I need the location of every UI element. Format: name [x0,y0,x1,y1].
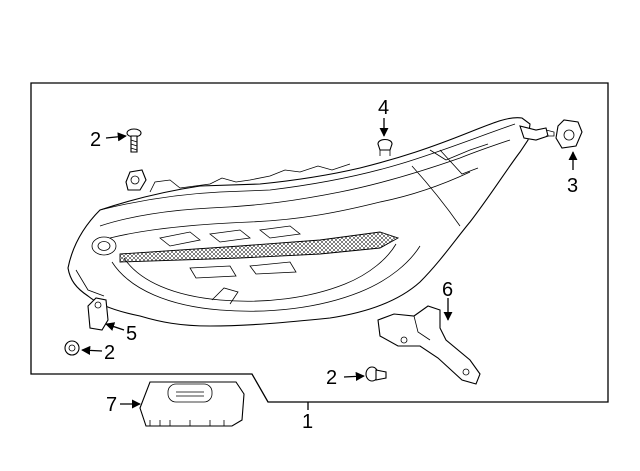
led-driver-module [139,381,245,427]
headlamp-assembly [67,117,555,327]
arrow-2-upper [105,132,127,142]
arrow-2-lower-center [343,371,365,381]
callout-2-lower-center: 2 [326,367,337,389]
support-bracket [377,305,481,385]
screw-lower-left [64,340,80,356]
callout-6: 6 [442,279,453,301]
arrow-2-lower-left [81,345,103,355]
screw-lower-center [365,366,387,382]
callout-2-upper: 2 [90,129,101,151]
screw-upper [126,128,142,153]
assembly-frame [30,82,609,403]
mounting-bracket [87,297,109,331]
callout-5: 5 [126,323,137,345]
push-clip [377,138,393,156]
arrow-5 [105,322,125,331]
callout-4: 4 [378,97,389,119]
callout-1: 1 [302,411,313,433]
callout-2-lower-left: 2 [104,342,115,364]
retaining-clip [555,119,583,149]
callout-3: 3 [567,175,578,197]
callout-7: 7 [106,394,117,416]
